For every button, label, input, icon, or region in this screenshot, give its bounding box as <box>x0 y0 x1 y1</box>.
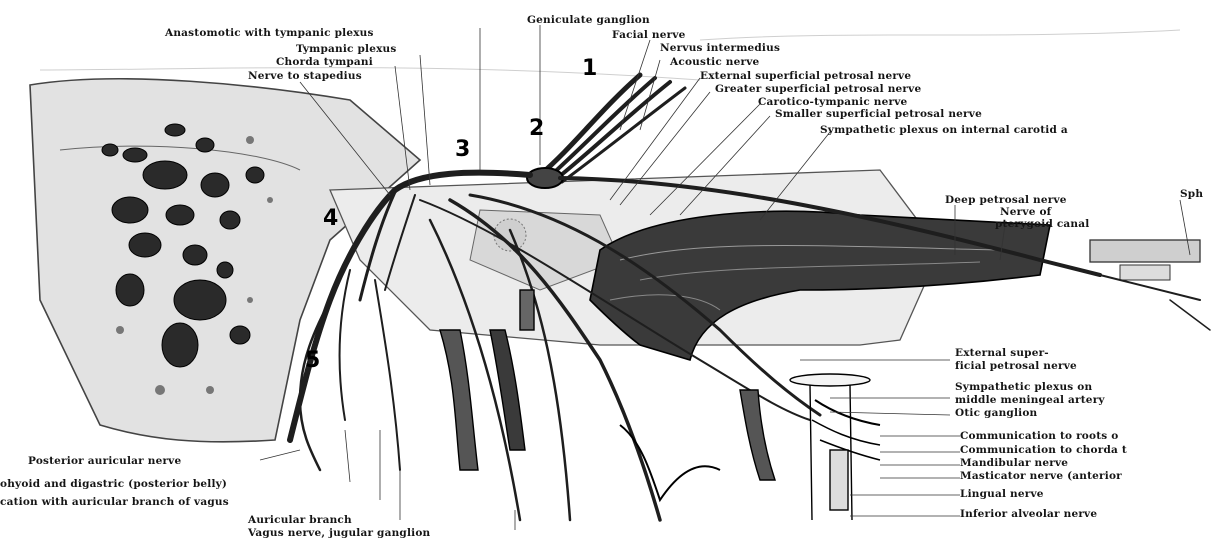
label-tympanic-plexus: Tympanic plexus <box>296 43 397 55</box>
marker-2: 2 <box>529 118 544 140</box>
label-facial-nerve: Facial nerve <box>612 29 686 41</box>
label-masticator-nerve: Masticator nerve (anterior <box>960 470 1122 482</box>
label-sph: Sph <box>1180 188 1203 200</box>
label-nervus-intermedius: Nervus intermedius <box>660 42 780 54</box>
label-external-super: External super- <box>955 347 1049 359</box>
label-chorda-tympani: Chorda tympani <box>276 56 373 68</box>
label-mandibular-nerve: Mandibular nerve <box>960 457 1068 469</box>
marker-5: 5 <box>305 350 320 372</box>
label-stylohyoid-digastric: ohyoid and digastric (posterior belly) <box>0 478 227 490</box>
label-auricular-branch: Auricular branch <box>248 514 352 526</box>
label-greater-superficial-petrosal: Greater superficial petrosal nerve <box>715 83 921 95</box>
marker-4: 4 <box>323 208 338 230</box>
label-communication-vagus: cation with auricular branch of vagus <box>0 496 229 508</box>
label-nerve-to-stapedius: Nerve to stapedius <box>248 70 362 82</box>
label-inferior-alveolar-nerve: Inferior alveolar nerve <box>960 508 1097 520</box>
label-communication-roots: Communication to roots o <box>960 430 1118 442</box>
label-pterygoid-canal: pterygoid canal <box>995 218 1089 230</box>
marker-3: 3 <box>455 139 470 161</box>
label-otic-ganglion: Otic ganglion <box>955 407 1037 419</box>
mandibular-region <box>620 374 880 520</box>
label-sympathetic-plexus-on: Sympathetic plexus on <box>955 381 1092 393</box>
label-external-superficial-petrosal: External superficial petrosal nerve <box>700 70 911 82</box>
label-nerve-of: Nerve of <box>1000 206 1051 218</box>
marker-1: 1 <box>582 58 597 80</box>
label-vagus-jugular-ganglion: Vagus nerve, jugular ganglion <box>248 527 430 539</box>
label-posterior-auricular: Posterior auricular nerve <box>28 455 181 467</box>
label-sympathetic-plexus-carotid: Sympathetic plexus on internal carotid a <box>820 124 1068 136</box>
label-communication-chorda: Communication to chorda t <box>960 444 1127 456</box>
label-ficial-petrosal: ficial petrosal nerve <box>955 360 1077 372</box>
label-acoustic-nerve: Acoustic nerve <box>670 56 759 68</box>
label-anastomotic-tympanic: Anastomotic with tympanic plexus <box>165 27 374 39</box>
label-geniculate-ganglion: Geniculate ganglion <box>527 14 650 26</box>
label-carotico-tympanic: Carotico-tympanic nerve <box>758 96 907 108</box>
label-smaller-superficial-petrosal: Smaller superficial petrosal nerve <box>775 108 982 120</box>
label-middle-meningeal-artery: middle meningeal artery <box>955 394 1105 406</box>
label-lingual-nerve: Lingual nerve <box>960 488 1044 500</box>
label-deep-petrosal: Deep petrosal nerve <box>945 194 1067 206</box>
